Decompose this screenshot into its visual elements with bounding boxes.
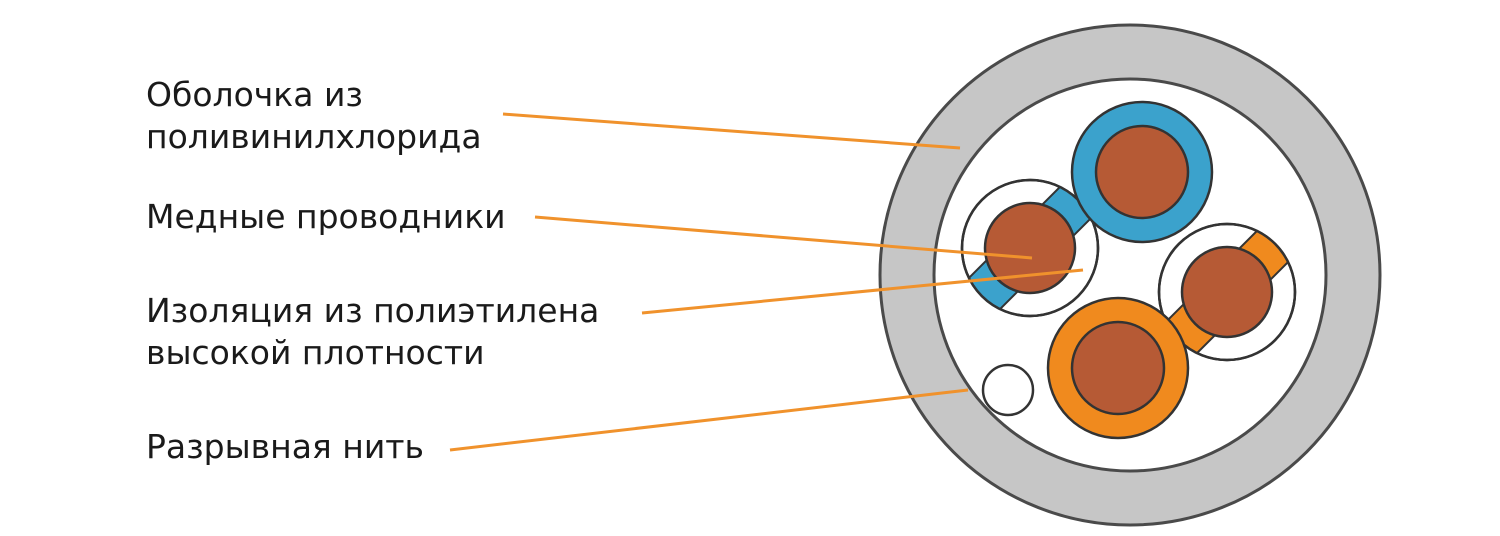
label-line: Медные проводники <box>146 197 506 236</box>
label-copper-conductors: Медные проводники <box>146 196 506 238</box>
leader-line-copper <box>534 215 1033 260</box>
copper-core <box>983 201 1077 295</box>
copper-core <box>1094 124 1190 220</box>
leader-line-ripcord <box>449 388 969 452</box>
rip-cord <box>981 363 1035 417</box>
label-rip-cord: Разрывная нить <box>146 426 424 468</box>
label-hdpe-insulation: Изоляция из полиэтилена высокой плотност… <box>146 290 599 374</box>
label-pvc-sheath: Оболочка из поливинилхлорида <box>146 74 482 158</box>
copper-core <box>1070 320 1166 416</box>
copper-core <box>1180 245 1274 339</box>
conductor-orange-striped <box>1157 222 1297 362</box>
label-line: Оболочка из <box>146 75 363 114</box>
leader-line-sheath <box>502 112 961 150</box>
label-line: Разрывная нить <box>146 427 424 466</box>
conductor-blue-striped <box>960 178 1100 318</box>
leader-line-insulation <box>641 268 1084 315</box>
conductor-orange <box>1046 296 1190 440</box>
label-line: Изоляция из полиэтилена <box>146 291 600 330</box>
cable-core-area <box>932 77 1328 473</box>
conductor-blue <box>1070 100 1214 244</box>
label-line: высокой плотности <box>146 333 485 372</box>
label-line: поливинилхлорида <box>146 117 482 156</box>
